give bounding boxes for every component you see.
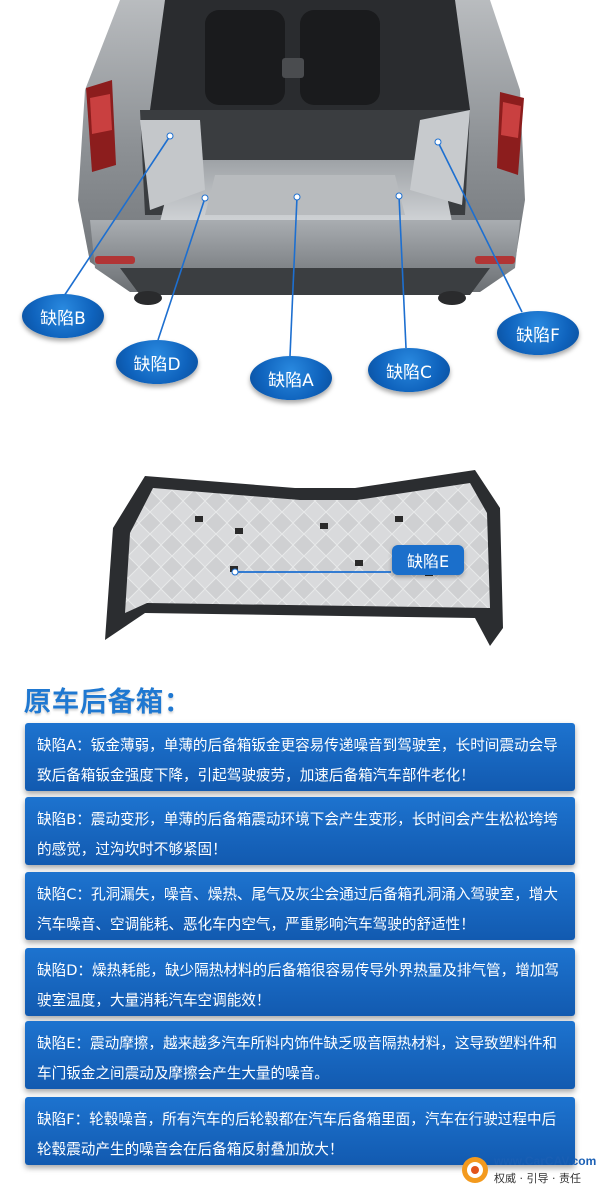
car-rear-illustration bbox=[63, 0, 525, 357]
callout-defect-c: 缺陷C bbox=[368, 348, 450, 392]
trunk-lid-photo bbox=[95, 468, 525, 648]
car-rear-photo: 缺陷B 缺陷D 缺陷A 缺陷C 缺陷F bbox=[0, 0, 600, 400]
section-title: 原车后备箱： bbox=[24, 687, 192, 718]
defect-box-a: 缺陷A：钣金薄弱，单薄的后备箱钣金更容易传递噪音到驾驶室，长时间震动会导致后备箱… bbox=[25, 723, 575, 791]
defect-box-f: 缺陷F：轮毂噪音，所有汽车的后轮毂都在汽车后备箱里面，汽车在行驶过程中后轮毂震动… bbox=[25, 1097, 575, 1165]
callout-defect-b: 缺陷B bbox=[22, 294, 104, 338]
watermark-slogan: 权威 · 引导 · 责任 bbox=[494, 1172, 581, 1185]
carcav-logo-icon bbox=[462, 1157, 488, 1183]
callout-defect-a: 缺陷A bbox=[250, 356, 332, 400]
defect-box-e: 缺陷E：震动摩擦，越来越多汽车所料内饰件缺乏吸音隔热材料，这导致塑料件和车门钣金… bbox=[25, 1021, 575, 1089]
trunk-lid-illustration bbox=[105, 470, 503, 646]
defect-box-c: 缺陷C：孔洞漏失，噪音、燥热、尾气及灰尘会通过后备箱孔洞涌入驾驶室，增大汽车噪音… bbox=[25, 872, 575, 940]
callout-defect-e: 缺陷E bbox=[392, 545, 464, 575]
watermark: www.CarCAV.com 权威 · 引导 · 责任 bbox=[460, 1153, 596, 1187]
defect-box-b: 缺陷B：震动变形，单薄的后备箱震动环境下会产生变形，长时间会产生松松垮垮的感觉，… bbox=[25, 797, 575, 865]
callout-defect-f: 缺陷F bbox=[497, 311, 579, 355]
watermark-url: www.CarCAV.com bbox=[494, 1154, 597, 1168]
defect-box-d: 缺陷D：燥热耗能，缺少隔热材料的后备箱很容易传导外界热量及排气管，增加驾驶室温度… bbox=[25, 948, 575, 1016]
callout-defect-d: 缺陷D bbox=[116, 340, 198, 384]
